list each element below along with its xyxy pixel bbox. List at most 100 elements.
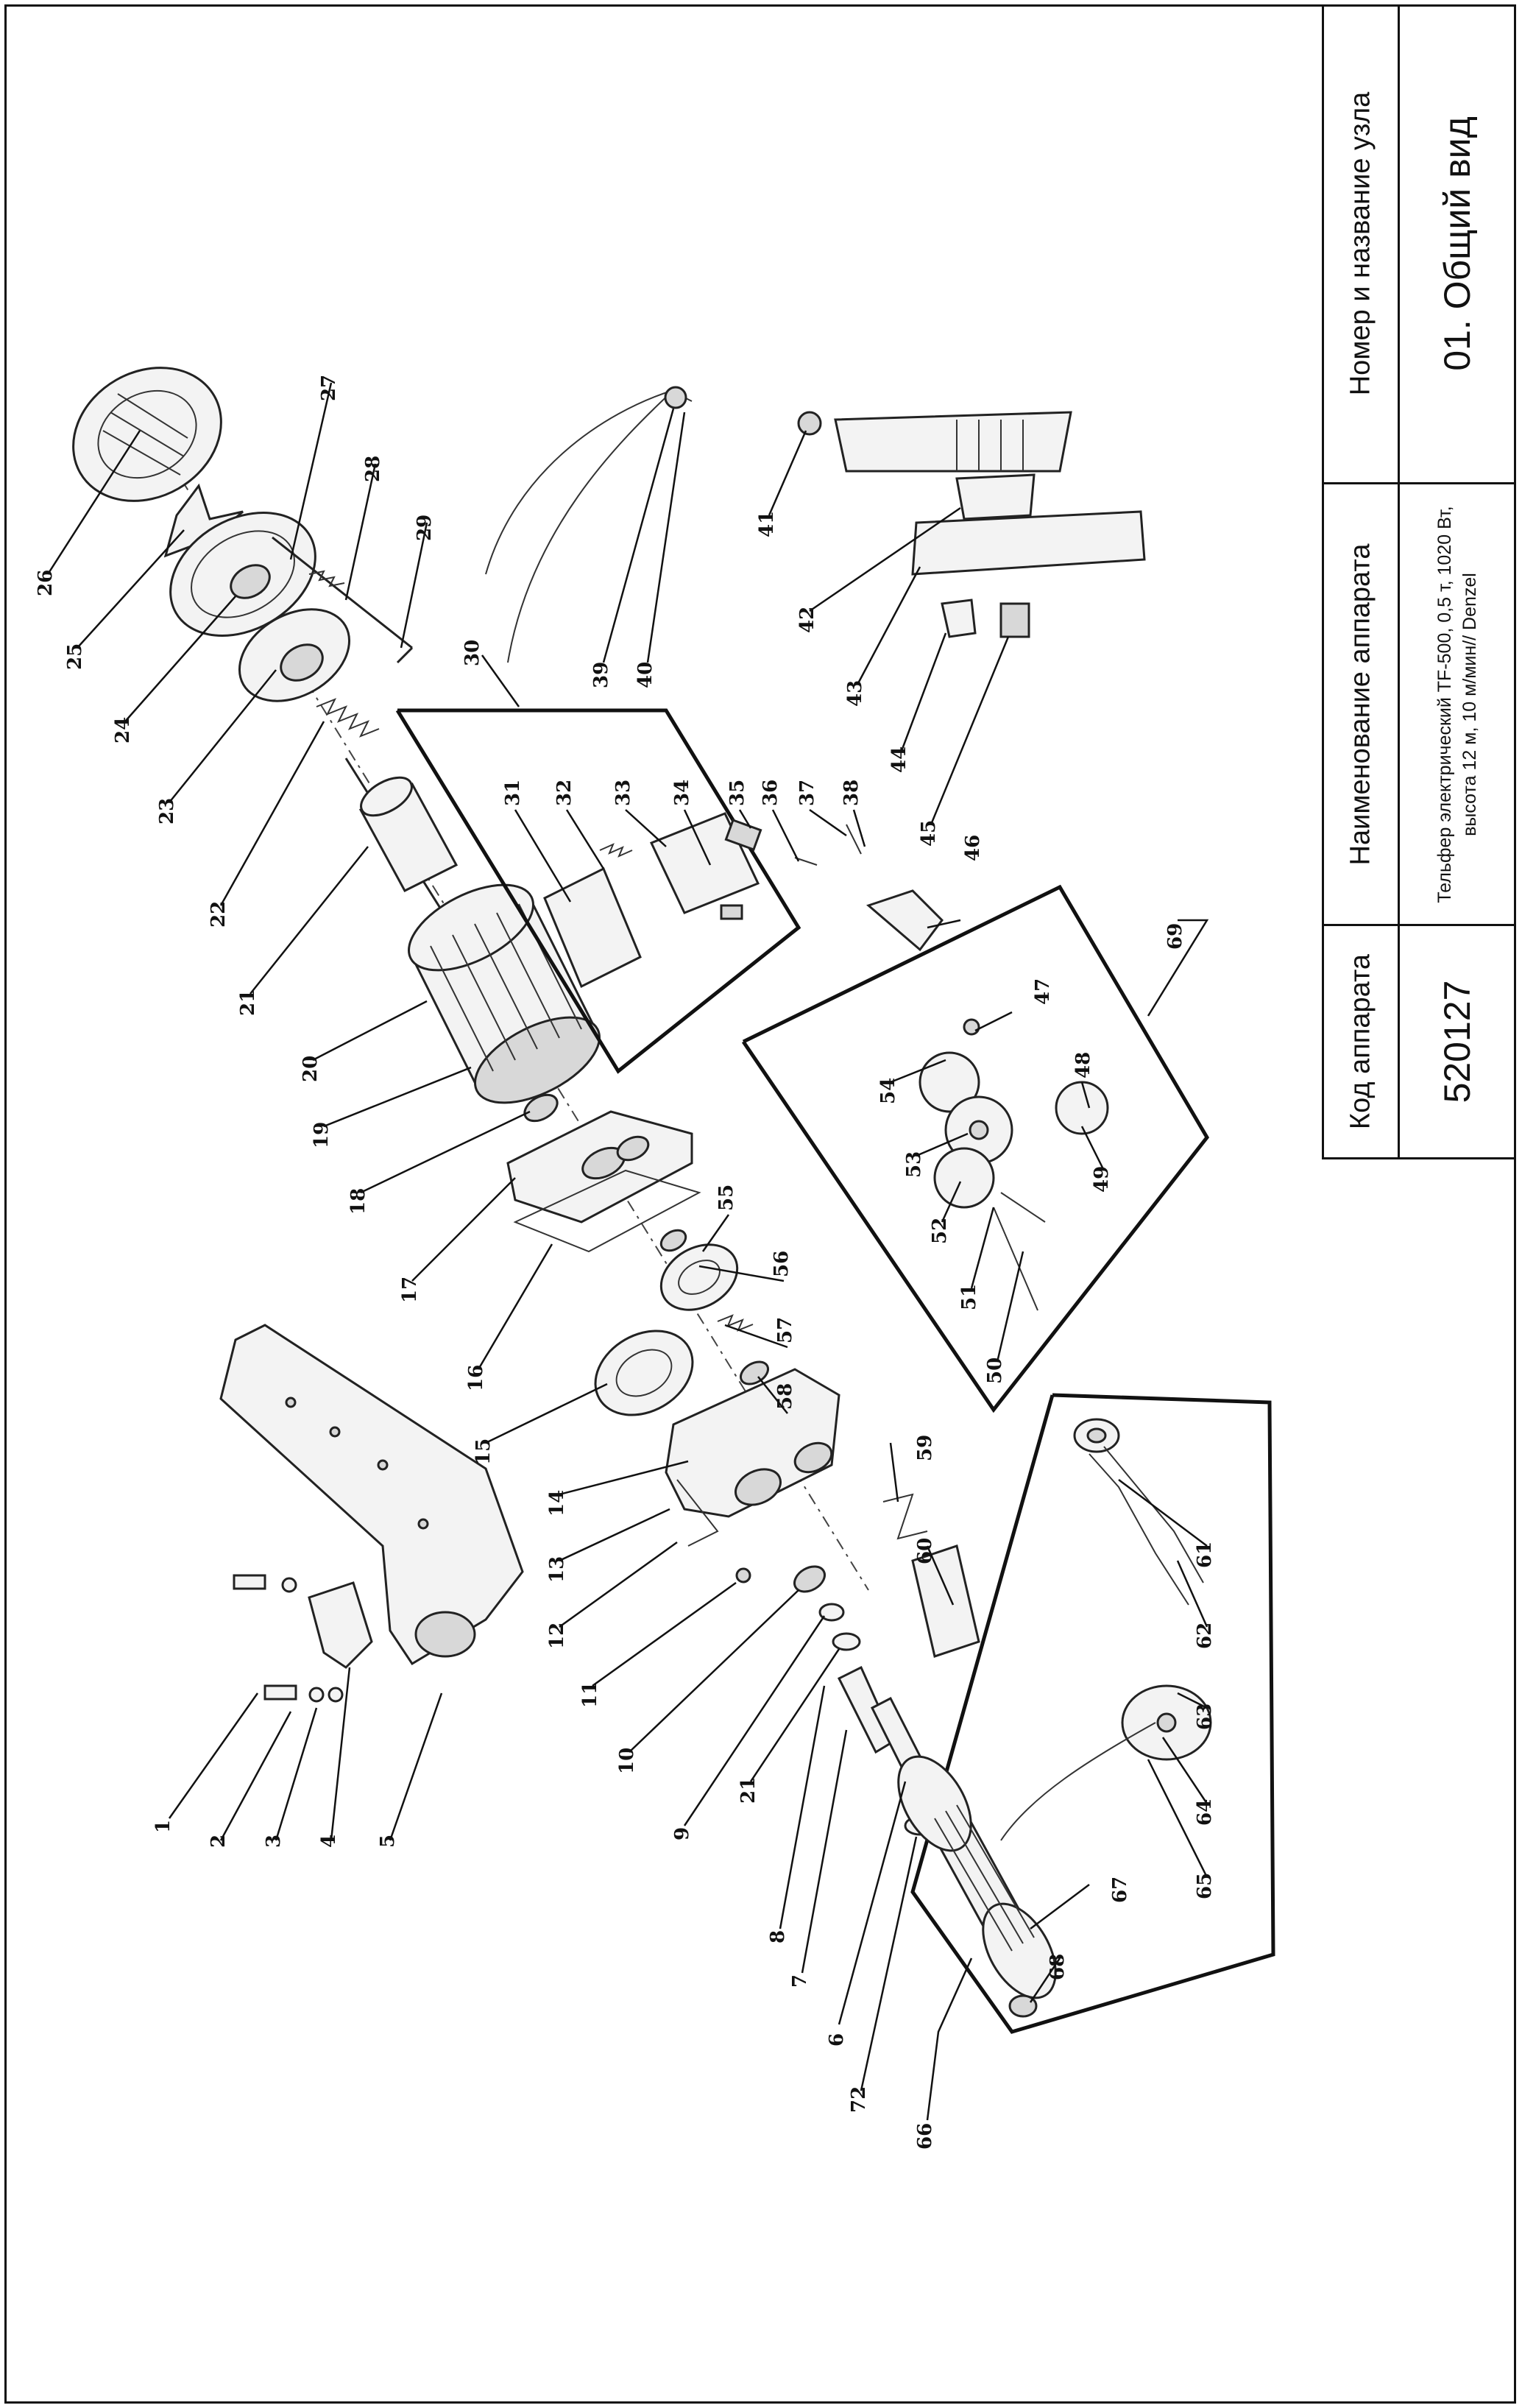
callout-box-69 bbox=[743, 887, 1207, 1410]
part-seal-9 bbox=[820, 1604, 843, 1620]
callout-34: 34 bbox=[671, 780, 693, 806]
unit-header: Номер и название узла bbox=[1345, 91, 1376, 395]
callout-15: 15 bbox=[472, 1438, 495, 1465]
part-cable-gland bbox=[799, 412, 821, 434]
callout-50: 50 bbox=[984, 1357, 1006, 1384]
title-block: Номер и название узла Наименование аппар… bbox=[1322, 4, 1516, 1159]
part-stator-housing bbox=[396, 867, 613, 1120]
callout-30: 30 bbox=[461, 640, 484, 666]
callout-59: 59 bbox=[914, 1435, 936, 1461]
part-bearing-cap bbox=[223, 590, 366, 719]
part-control-rod bbox=[272, 537, 412, 663]
callout-27: 27 bbox=[318, 375, 340, 401]
part-wire-rope bbox=[1001, 1723, 1155, 1840]
name-value: Тельфер электрический TF-500, 0,5 т, 102… bbox=[1434, 505, 1480, 903]
part-rod-spring bbox=[309, 571, 344, 586]
callout-17: 17 bbox=[399, 1277, 421, 1303]
part-bolts bbox=[234, 1575, 342, 1701]
title-block-header-column: Номер и название узла Наименование аппар… bbox=[1324, 4, 1400, 1157]
part-gear-15 bbox=[580, 1314, 707, 1432]
part-button-35 bbox=[726, 820, 760, 850]
callout-14: 14 bbox=[546, 1490, 568, 1517]
part-pendant-board bbox=[957, 475, 1034, 519]
callout-numbers: 1 2 3 4 5 6 7 8 9 10 11 12 13 14 15 16 1… bbox=[35, 375, 1216, 2150]
part-gearbox-housing bbox=[666, 1369, 839, 1546]
callout-64: 64 bbox=[1194, 1799, 1216, 1826]
callout-box-66 bbox=[913, 1395, 1273, 2032]
callout-54: 54 bbox=[877, 1078, 899, 1104]
part-hook-block bbox=[1075, 1419, 1203, 1605]
callout-22: 22 bbox=[208, 901, 230, 928]
callout-18: 18 bbox=[347, 1188, 369, 1215]
callout-7: 7 bbox=[789, 1974, 811, 1988]
part-spring bbox=[316, 699, 379, 736]
callout-box-30 bbox=[397, 710, 799, 1071]
part-button-44 bbox=[942, 600, 975, 637]
part-screw-36 bbox=[795, 858, 817, 865]
callout-11: 11 bbox=[579, 1681, 601, 1708]
callout-42: 42 bbox=[796, 607, 818, 633]
callout-29: 29 bbox=[414, 515, 436, 541]
part-bearing-58 bbox=[737, 1357, 772, 1389]
callout-16: 16 bbox=[465, 1365, 487, 1391]
leader-lines bbox=[48, 383, 1207, 2120]
callout-62: 62 bbox=[1194, 1623, 1216, 1649]
callout-35: 35 bbox=[726, 780, 748, 806]
name-header-cell: Наименование аппарата bbox=[1324, 484, 1398, 926]
callout-25: 25 bbox=[64, 643, 86, 670]
code-value-cell: 520127 bbox=[1398, 926, 1516, 1157]
callout-60: 60 bbox=[914, 1538, 936, 1564]
part-button-45 bbox=[1001, 604, 1029, 637]
callout-53: 53 bbox=[903, 1151, 925, 1178]
callout-66: 66 bbox=[914, 2123, 936, 2150]
part-drum-flange bbox=[1122, 1686, 1211, 1759]
callout-40: 40 bbox=[634, 662, 656, 688]
callout-21: 21 bbox=[237, 989, 259, 1016]
callout-21b: 21 bbox=[737, 1777, 760, 1804]
callout-68: 68 bbox=[1047, 1954, 1069, 1980]
callout-58: 58 bbox=[774, 1383, 796, 1410]
part-shaft-57 bbox=[718, 1316, 753, 1330]
part-cable-harness bbox=[486, 390, 692, 663]
unit-header-cell: Номер и название узла bbox=[1324, 4, 1398, 484]
callout-4: 4 bbox=[318, 1835, 340, 1848]
part-bearing-56 bbox=[657, 1226, 689, 1255]
callout-10: 10 bbox=[616, 1748, 638, 1774]
callout-72: 72 bbox=[848, 2086, 870, 2113]
callout-69: 69 bbox=[1164, 923, 1186, 950]
part-screw-11 bbox=[737, 1569, 750, 1582]
part-motor-flange bbox=[508, 1112, 692, 1222]
part-hook-plate bbox=[309, 1583, 372, 1667]
callout-57: 57 bbox=[774, 1317, 796, 1344]
part-rope-drum bbox=[883, 1744, 1070, 2010]
callout-37: 37 bbox=[796, 780, 818, 806]
callout-24: 24 bbox=[112, 717, 134, 744]
callout-20: 20 bbox=[300, 1056, 322, 1082]
callout-8: 8 bbox=[767, 1930, 789, 1943]
part-gasket bbox=[515, 1171, 699, 1251]
part-spring-37 bbox=[846, 825, 861, 854]
part-pendant-housing bbox=[835, 412, 1071, 471]
callout-67: 67 bbox=[1109, 1876, 1131, 1903]
callout-43: 43 bbox=[844, 680, 866, 707]
callout-3: 3 bbox=[263, 1835, 285, 1848]
callout-9: 9 bbox=[671, 1827, 693, 1840]
callout-39: 39 bbox=[590, 662, 612, 688]
code-header-cell: Код аппарата bbox=[1324, 926, 1398, 1157]
part-bearing-10 bbox=[790, 1561, 829, 1597]
part-pendant-shell bbox=[913, 512, 1144, 574]
callout-33: 33 bbox=[612, 780, 634, 806]
callout-41: 41 bbox=[756, 511, 778, 537]
callout-5: 5 bbox=[377, 1835, 399, 1848]
callout-65: 65 bbox=[1194, 1873, 1216, 1899]
part-nut-68 bbox=[1010, 1996, 1036, 2016]
name-header: Наименование аппарата bbox=[1345, 543, 1376, 865]
callout-12: 12 bbox=[546, 1623, 568, 1649]
callout-61: 61 bbox=[1194, 1542, 1216, 1568]
callout-45: 45 bbox=[918, 820, 940, 847]
callout-36: 36 bbox=[760, 780, 782, 806]
callout-32: 32 bbox=[553, 780, 576, 806]
unit-value-cell: 01. Общий вид bbox=[1398, 4, 1516, 484]
title-block-value-column: 01. Общий вид Тельфер электрический TF-5… bbox=[1398, 4, 1516, 1157]
